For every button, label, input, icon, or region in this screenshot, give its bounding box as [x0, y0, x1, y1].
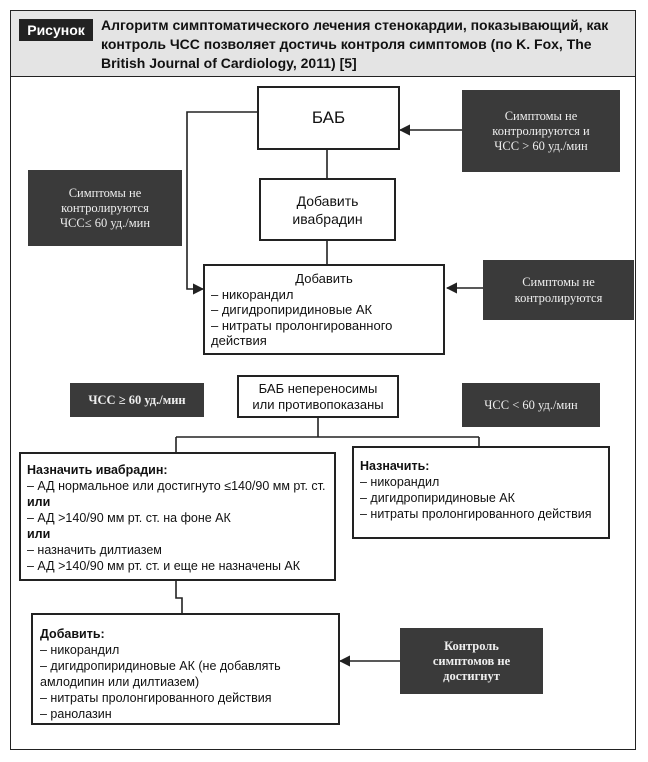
- arrow-bab-to-addlist: [186, 111, 257, 295]
- note-uncontrolled-hr-low-line-2: контролируются: [61, 200, 149, 215]
- prescribe-ivabradine-line-3: – АД >140/90 мм рт. ст. на фоне АК: [27, 511, 231, 525]
- prescribe-ivabradine-box: Назначить ивабрадин: – АД нормальное или…: [19, 452, 336, 581]
- add-final-line-2: – дигидропиридиновые АК (не добавлять: [40, 659, 281, 673]
- note-uncontrolled-line-1: Симптомы не: [522, 275, 595, 289]
- add-final-line-5: – ранолазин: [40, 707, 112, 721]
- note-uncontrolled-hr-low-line-3: ЧСС≤ 60 уд./мин: [59, 215, 151, 230]
- bab-box: БАБ: [257, 86, 400, 150]
- add-list-line-3: – нитраты пролонгированного: [211, 317, 393, 333]
- add-final-box: Добавить: – никорандил – дигидропиридино…: [31, 613, 340, 725]
- prescribe-heading: Назначить:: [360, 459, 430, 473]
- note-uncontrolled-line-2: контролируются: [514, 291, 603, 305]
- bab-intolerant-line-2: или противопоказаны: [252, 396, 384, 412]
- note-uncontrolled-hr-low: Симптомы не контролируются ЧСС≤ 60 уд./м…: [28, 170, 182, 246]
- add-list-heading: Добавить: [295, 271, 353, 286]
- prescribe-ivabradine-line-4: или: [27, 527, 51, 541]
- prescribe-line-2: – дигидропиридиновые АК: [360, 491, 515, 505]
- note-hr-lt-60: ЧСС < 60 уд./мин: [462, 383, 600, 427]
- note-not-achieved-line-3: достигнут: [443, 668, 500, 683]
- note-uncontrolled-hr-low-line-1: Симптомы не: [68, 185, 142, 200]
- note-uncontrolled-hr-high: Симптомы не контролируются и ЧСС > 60 уд…: [462, 90, 620, 172]
- note-not-achieved: Контроль симптомов не достигнут: [400, 628, 543, 694]
- add-ivabradine-line-2: ивабрадин: [292, 210, 363, 227]
- bab-intolerant-line-1: БАБ непереносимы: [258, 380, 378, 396]
- add-final-line-3: амлодипин или дилтиазем): [40, 675, 200, 689]
- prescribe-ivabradine-line-5: – назначить дилтиазем: [27, 543, 162, 557]
- bab-intolerant-box: БАБ непереносимы или противопоказаны: [237, 375, 399, 418]
- add-ivabradine-box: Добавить ивабрадин: [259, 178, 396, 241]
- prescribe-ivabradine-line-6: – АД >140/90 мм рт. ст. и еще не назначе…: [27, 559, 301, 573]
- add-list-line-2: – дигидропиридиновые АК: [211, 302, 373, 317]
- note-uncontrolled-hr-high-line-3: ЧСС > 60 уд./мин: [494, 138, 588, 153]
- note-uncontrolled-hr-high-line-2: контролируются и: [492, 123, 590, 138]
- prescribe-ivabradine-heading: Назначить ивабрадин:: [27, 463, 168, 477]
- figure-header: [11, 11, 635, 77]
- prescribe-box: Назначить: – никорандил – дигидропиридин…: [352, 446, 610, 539]
- add-final-line-4: – нитраты пролонгированного действия: [40, 691, 272, 705]
- add-list-line-1: – никорандил: [211, 286, 294, 302]
- add-list-box: Добавить – никорандил – дигидропиридинов…: [203, 264, 445, 355]
- add-list-line-4: действия: [211, 333, 267, 348]
- add-final-heading: Добавить:: [40, 627, 105, 641]
- note-hr-ge-60: ЧСС ≥ 60 уд./мин: [70, 383, 204, 417]
- line-to-final-add: [175, 581, 183, 613]
- note-not-achieved-line-1: Контроль: [444, 638, 499, 653]
- prescribe-ivabradine-line-2: или: [27, 495, 51, 509]
- note-uncontrolled: Симптомы не контролируются: [483, 260, 634, 320]
- prescribe-ivabradine-line-1: – АД нормальное или достигнуто ≤140/90 м…: [27, 479, 326, 493]
- figure-frame: [10, 10, 636, 750]
- figure-title: Алгоритм симптоматического лечения стено…: [101, 17, 609, 71]
- note-not-achieved-line-2: симптомов не: [432, 653, 511, 668]
- note-uncontrolled-hr-high-line-1: Симптомы не: [504, 108, 578, 123]
- prescribe-line-1: – никорандил: [360, 475, 440, 489]
- add-ivabradine-line-1: Добавить: [296, 192, 359, 209]
- figure-tag: Рисунок: [19, 19, 93, 41]
- add-final-line-1: – никорандил: [40, 643, 120, 657]
- prescribe-line-3: – нитраты пролонгированного действия: [360, 507, 592, 521]
